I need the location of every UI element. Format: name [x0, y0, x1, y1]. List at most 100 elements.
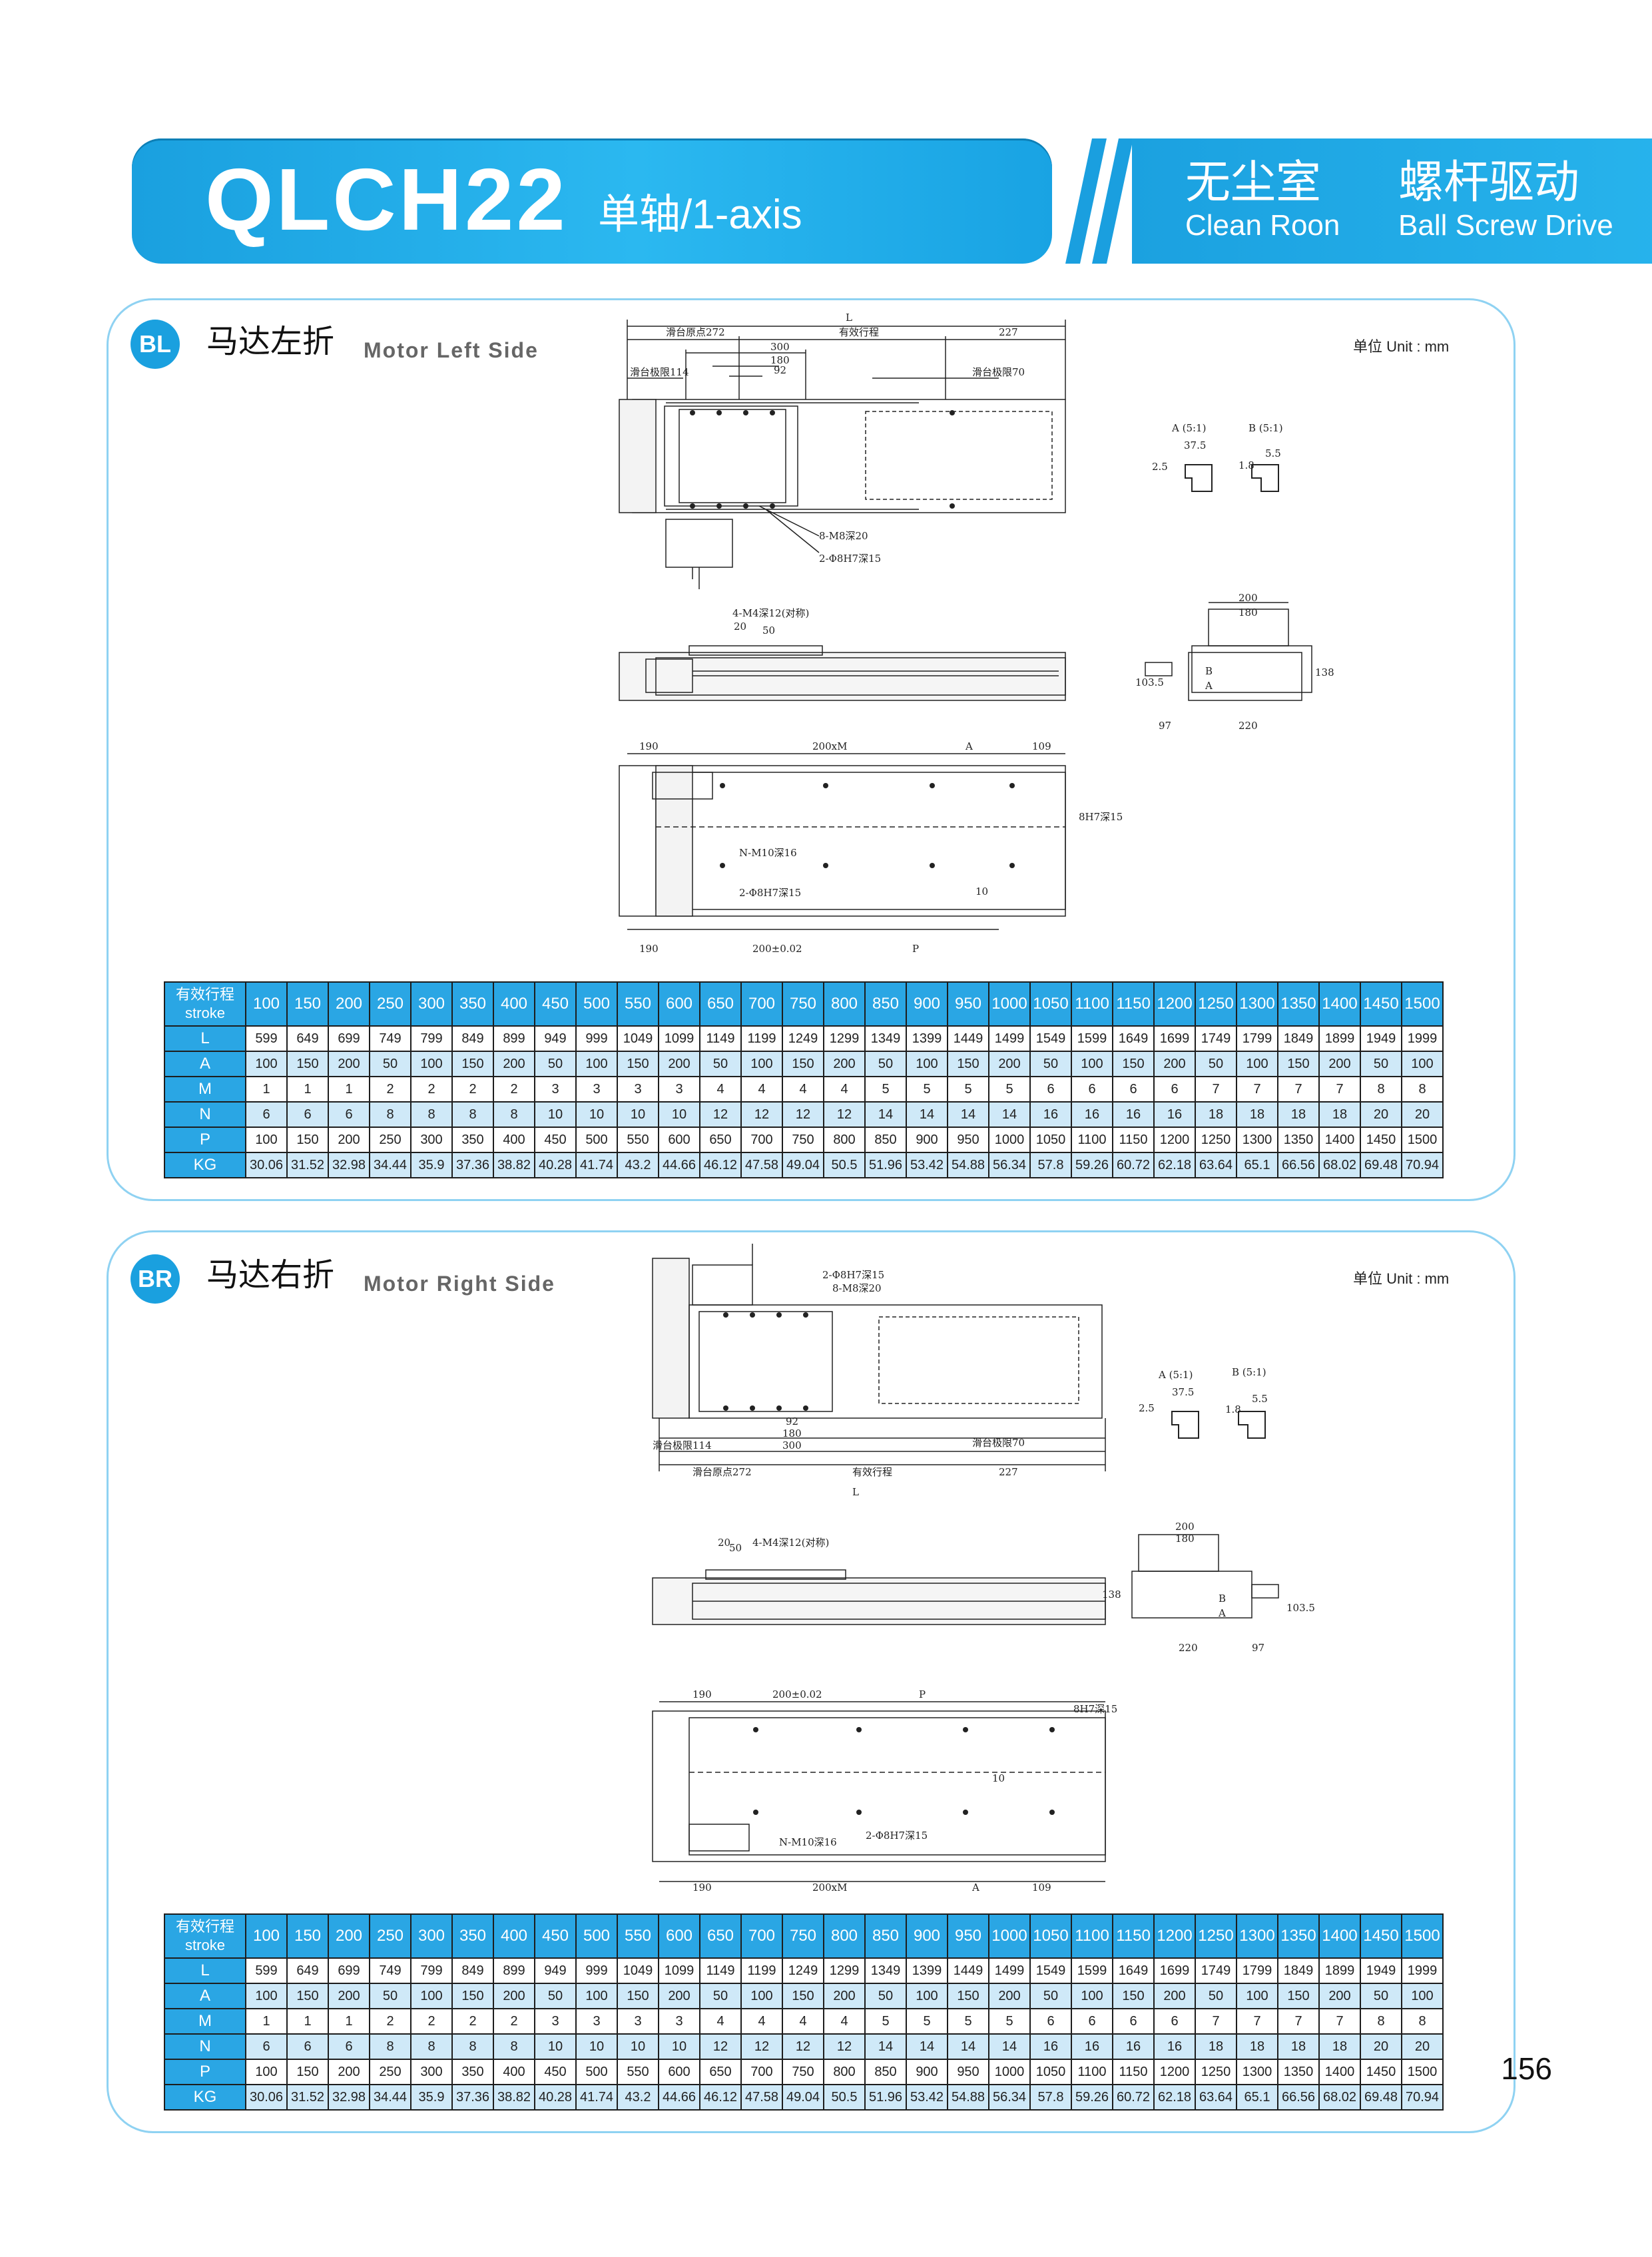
- stroke-cell: 850: [864, 981, 907, 1027]
- dim-L: L: [852, 1486, 859, 1498]
- dim-2-5: 2.5: [1139, 1402, 1155, 1414]
- dim-200xM: 200xM: [812, 1881, 847, 1893]
- table-cell: 900: [906, 1127, 948, 1153]
- dim-L: L: [846, 312, 852, 324]
- table-cell: 800: [823, 1127, 866, 1153]
- table-cell: 2: [493, 2008, 535, 2035]
- dim-227: 227: [999, 1466, 1018, 1478]
- table-cell: 200: [328, 2059, 370, 2085]
- table-cell: 7: [1277, 1076, 1320, 1103]
- table-cell: 14: [906, 1101, 948, 1128]
- table-cell: 100: [410, 1051, 453, 1077]
- header-category-banner: 无尘室 Clean Roon 螺杆驱动 Ball Screw Drive: [1132, 138, 1652, 264]
- table-cell: 1849: [1277, 1025, 1320, 1052]
- table-cell: 20: [1360, 2033, 1402, 2060]
- table-cell: 30.06: [245, 1152, 288, 1178]
- table-cell: 6: [1029, 2008, 1072, 2035]
- table-cell: 18: [1277, 1101, 1320, 1128]
- table-cell: 1100: [1071, 1127, 1113, 1153]
- callout-m4: 4-M4深12(对称): [752, 1537, 829, 1549]
- table-cell: 300: [410, 2059, 453, 2085]
- table-cell: 150: [451, 1051, 494, 1077]
- drawing-br: 2-Φ8H7深15 8-M8深20 92 180 300 滑台极限114 滑台极…: [652, 1244, 1117, 1893]
- stroke-cell: 950: [947, 1913, 989, 1959]
- table-cell: 6: [328, 1101, 370, 1128]
- callout-m4: 4-M4深12(对称): [732, 607, 809, 619]
- stroke-cell: 650: [699, 981, 742, 1027]
- table-cell: 47.58: [740, 1152, 783, 1178]
- table-cell: 1400: [1318, 1127, 1361, 1153]
- dim-effective-stroke: 有效行程: [852, 1466, 892, 1478]
- table-cell: 1300: [1236, 1127, 1278, 1153]
- table-cell: 40.28: [534, 1152, 577, 1178]
- stroke-cell: 650: [699, 1913, 742, 1959]
- table-cell: 900: [906, 2059, 948, 2085]
- stroke-cell: 1350: [1277, 1913, 1320, 1959]
- table-cell: 150: [286, 2059, 329, 2085]
- table-cell: 3: [658, 2008, 700, 2035]
- unit-label: 单位 Unit : mm: [1353, 338, 1450, 355]
- table-cell: 41.74: [575, 1152, 618, 1178]
- detail-B: B (5:1): [1248, 422, 1283, 434]
- table-cell: 6: [245, 1101, 288, 1128]
- dim-origin: 滑台原点272: [666, 326, 725, 338]
- table-cell: 1: [328, 2008, 370, 2035]
- table-cell: 150: [782, 1051, 824, 1077]
- category-cleanroom-en: Clean Roon: [1185, 209, 1340, 242]
- table-cell: 8: [1360, 1076, 1402, 1103]
- stroke-cell: 1300: [1236, 981, 1278, 1027]
- table-cell: 1649: [1112, 1025, 1155, 1052]
- table-cell: 1299: [823, 1025, 866, 1052]
- table-cell: 53.42: [906, 2084, 948, 2111]
- table-cell: 650: [699, 1127, 742, 1153]
- dim-180: 180: [770, 354, 790, 366]
- stroke-cell: 300: [410, 981, 453, 1027]
- table-cell: 150: [286, 1983, 329, 2009]
- table-cell: 50: [369, 1983, 412, 2009]
- table-cell: 50: [1195, 1051, 1237, 1077]
- dim-A: A: [965, 740, 973, 752]
- table-cell: 68.02: [1318, 1152, 1361, 1178]
- table-cell: 10: [658, 2033, 700, 2060]
- table-cell: 1000: [988, 1127, 1031, 1153]
- panel-title-en: Motor Left Side: [364, 338, 539, 362]
- dim-10: 10: [975, 885, 988, 897]
- dim-5-5: 5.5: [1252, 1393, 1268, 1405]
- table-cell: 14: [988, 1101, 1031, 1128]
- dim-180-end: 180: [1175, 1533, 1195, 1545]
- callout-m8: 8-M8深20: [819, 530, 868, 542]
- table-cell: 63.64: [1195, 2084, 1237, 2111]
- table-cell: 20: [1360, 1101, 1402, 1128]
- table-cell: 1: [286, 2008, 329, 2035]
- table-cell: 12: [740, 1101, 783, 1128]
- table-cell: 1049: [617, 1957, 659, 1984]
- table-cell: 35.9: [410, 1152, 453, 1178]
- detail-views-bl: A (5:1) B (5:1) 37.5 2.5 5.5 1.8: [1152, 422, 1283, 492]
- table-cell: 3: [617, 2008, 659, 2035]
- callout-nm10: N-M10深16: [779, 1836, 837, 1848]
- dim-200tol: 200±0.02: [772, 1688, 822, 1700]
- stroke-cell: 900: [906, 1913, 948, 1959]
- dim-200: 200: [1175, 1521, 1195, 1533]
- table-cell: 43.2: [617, 2084, 659, 2111]
- table-cell: 200: [658, 1983, 700, 2009]
- table-cell: 100: [1071, 1983, 1113, 2009]
- table-cell: 250: [369, 2059, 412, 2085]
- table-cell: 1699: [1153, 1025, 1196, 1052]
- table-cell: 60.72: [1112, 2084, 1155, 2111]
- category-cleanroom-cn: 无尘室: [1185, 157, 1322, 208]
- table-cell: 949: [534, 1957, 577, 1984]
- table-cell: 2: [451, 1076, 494, 1103]
- stroke-cell: 1400: [1318, 981, 1361, 1027]
- table-cell: 1349: [864, 1025, 907, 1052]
- dim-190-bottom: 190: [692, 1881, 712, 1893]
- table-cell: 20: [1401, 2033, 1444, 2060]
- table-cell: 1999: [1401, 1025, 1444, 1052]
- stroke-cell: 500: [575, 981, 618, 1027]
- table-cell: 8: [493, 1101, 535, 1128]
- row-label: L: [164, 1025, 246, 1052]
- stroke-cell: 1250: [1195, 1913, 1237, 1959]
